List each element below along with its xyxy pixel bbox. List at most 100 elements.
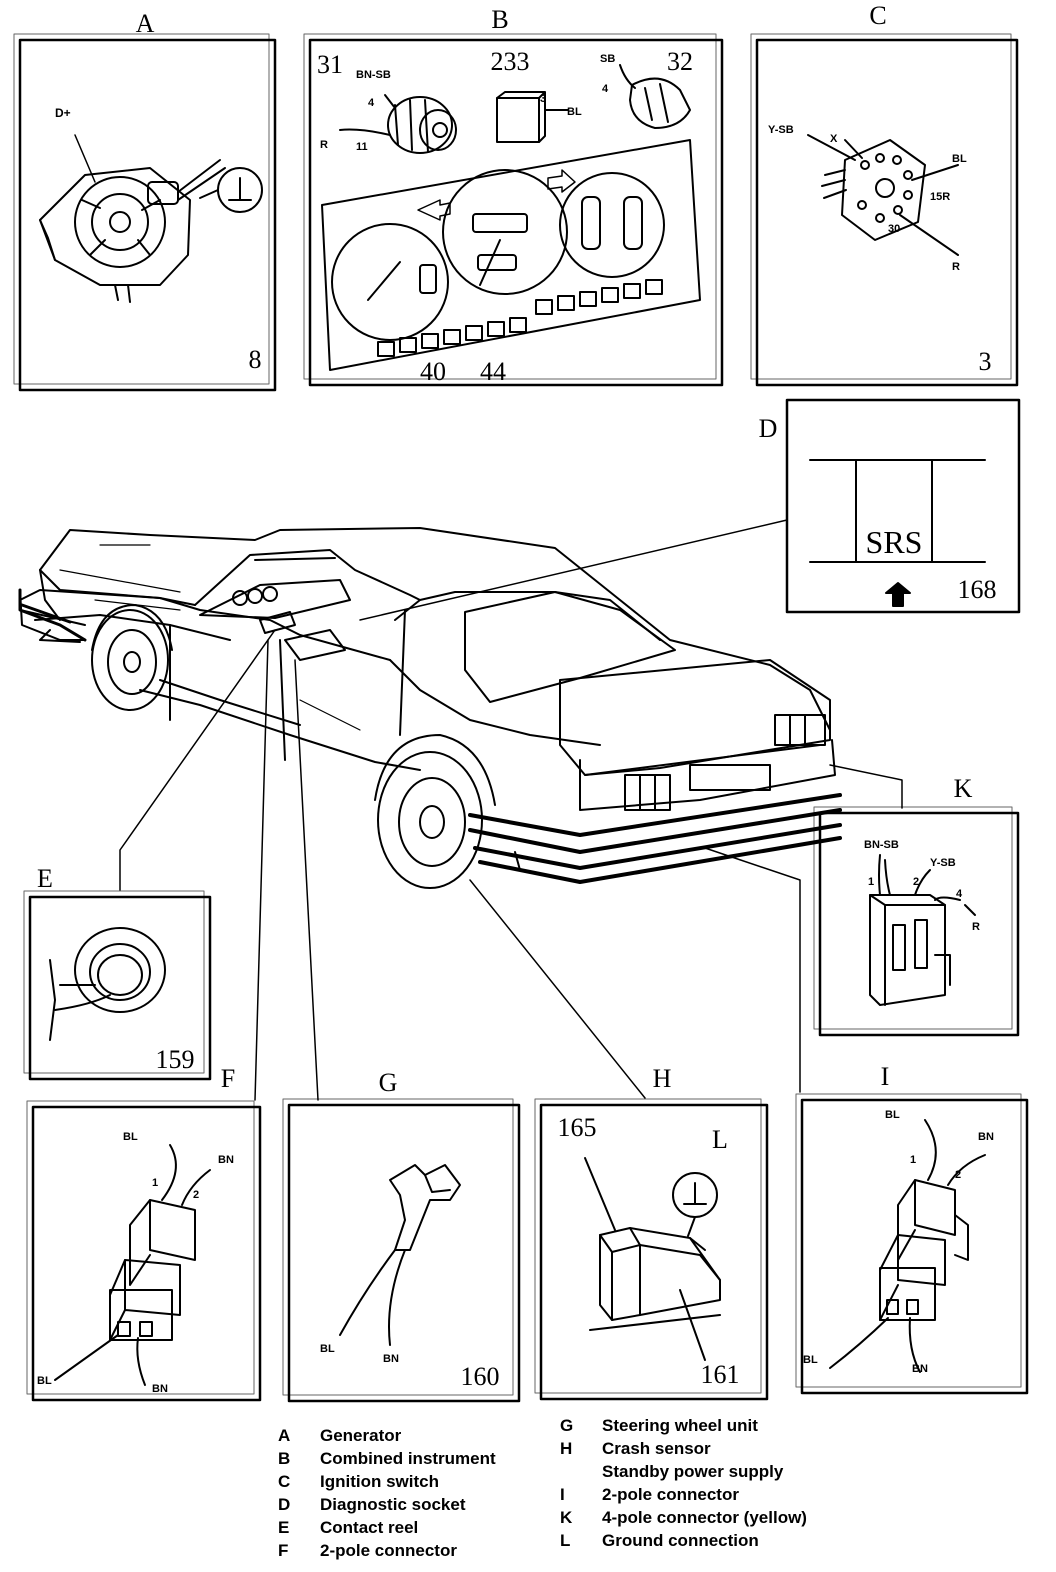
srs-label: SRS xyxy=(866,524,923,560)
panel-f-letter: F xyxy=(221,1064,235,1093)
label-4: 4 xyxy=(956,888,963,900)
legend-key: D xyxy=(278,1495,291,1514)
label-sb: SB xyxy=(600,53,615,65)
instrument-cluster xyxy=(321,139,701,371)
legend-item: Standby power supply xyxy=(560,1460,807,1483)
crash-sensor-illustration xyxy=(584,1157,721,1361)
leader-lines xyxy=(119,519,903,1101)
panel-a xyxy=(13,33,277,392)
legend-text: Diagnostic socket xyxy=(320,1495,466,1514)
car-illustration xyxy=(18,527,842,889)
label-31: 31 xyxy=(317,50,343,79)
legend-text: Ground connection xyxy=(602,1531,759,1550)
label-bl: BL xyxy=(123,1131,138,1143)
legend-key: F xyxy=(278,1541,289,1560)
label-d-plus: D+ xyxy=(55,106,71,120)
label-bn: BN xyxy=(978,1131,994,1143)
label-1: 1 xyxy=(868,876,874,888)
label-bn-sb: BN-SB xyxy=(356,69,391,81)
panel-k xyxy=(813,806,1020,1037)
label-y-sb: Y-SB xyxy=(930,857,956,869)
legend-item: C Ignition switch xyxy=(278,1470,496,1493)
label-bn: BN xyxy=(152,1383,168,1395)
label-x: X xyxy=(830,133,838,145)
label-3: 3 xyxy=(540,93,546,105)
label-bn-sb: BN-SB xyxy=(864,839,899,851)
legend-key: E xyxy=(278,1518,290,1537)
label-44: 44 xyxy=(480,357,506,386)
bulb-holder-32 xyxy=(619,64,691,129)
panel-g-letter: G xyxy=(379,1068,398,1097)
panel-c-letter: C xyxy=(869,1,886,30)
legend-key: B xyxy=(278,1449,291,1468)
label-32: 32 xyxy=(667,47,693,76)
panel-e-number: 159 xyxy=(156,1045,195,1074)
label-bl: BL xyxy=(37,1375,52,1387)
legend-text: Combined instrument xyxy=(320,1449,496,1468)
legend-text: Contact reel xyxy=(320,1518,419,1537)
label-40: 40 xyxy=(420,357,446,386)
four-pole-connector-illustration xyxy=(869,854,976,1006)
panel-e xyxy=(23,890,212,1081)
label-bl: BL xyxy=(803,1354,818,1366)
label-l: L xyxy=(712,1125,728,1154)
legend-item: D Diagnostic socket xyxy=(278,1493,496,1516)
label-233: 233 xyxy=(491,47,530,76)
label-2: 2 xyxy=(193,1189,199,1201)
ignition-switch-illustration xyxy=(807,134,959,256)
label-2: 2 xyxy=(913,876,919,888)
connector-233 xyxy=(496,91,569,143)
label-bn: BN xyxy=(912,1363,928,1375)
label-30: 30 xyxy=(888,223,900,235)
legend-key: C xyxy=(278,1472,291,1491)
legend-text: Crash sensor xyxy=(602,1439,711,1458)
panel-d-letter: D xyxy=(759,414,778,443)
label-bl: BL xyxy=(885,1109,900,1121)
label-r: R xyxy=(952,261,960,273)
label-11: 11 xyxy=(356,141,368,153)
panel-g-number: 160 xyxy=(461,1362,500,1391)
label-1: 1 xyxy=(910,1154,916,1166)
contact-reel-illustration xyxy=(49,927,166,1041)
legend-text: Ignition switch xyxy=(320,1472,439,1491)
label-bl: BL xyxy=(952,153,967,165)
label-bl: BL xyxy=(320,1343,335,1355)
panel-d-number: 168 xyxy=(958,575,997,604)
panel-i xyxy=(795,1093,1029,1395)
panel-g xyxy=(282,1098,521,1403)
legend-item: I 2-pole connector xyxy=(560,1483,807,1506)
legend-item: L Ground connection xyxy=(560,1529,807,1552)
bulb-holder-31 xyxy=(339,94,457,154)
legend-key: A xyxy=(278,1426,291,1445)
legend-key: L xyxy=(560,1531,571,1550)
panel-k-letter: K xyxy=(954,774,973,803)
ground-symbol-icon xyxy=(672,1172,718,1237)
arrow-up-icon xyxy=(885,582,911,607)
legend-key: I xyxy=(560,1485,565,1504)
label-bl: BL xyxy=(567,106,582,118)
panel-i-letter: I xyxy=(881,1062,890,1091)
panel-c xyxy=(750,33,1019,387)
panel-c-number: 3 xyxy=(979,347,992,376)
legend-item: B Combined instrument xyxy=(278,1447,496,1470)
label-2: 2 xyxy=(955,1169,961,1181)
label-165: 165 xyxy=(558,1113,597,1142)
panel-b-letter: B xyxy=(491,5,508,34)
two-pole-connector-i-illustration xyxy=(829,1119,986,1373)
panel-e-letter: E xyxy=(37,864,53,893)
label-r: R xyxy=(972,921,980,933)
panel-f xyxy=(26,1100,262,1402)
panel-d xyxy=(785,398,1021,614)
label-4: 4 xyxy=(368,97,375,109)
legend-text: 2-pole connector xyxy=(602,1485,739,1504)
legend-item: E Contact reel xyxy=(278,1516,496,1539)
legend-text: 4-pole connector (yellow) xyxy=(602,1508,807,1527)
label-4: 4 xyxy=(602,83,609,95)
